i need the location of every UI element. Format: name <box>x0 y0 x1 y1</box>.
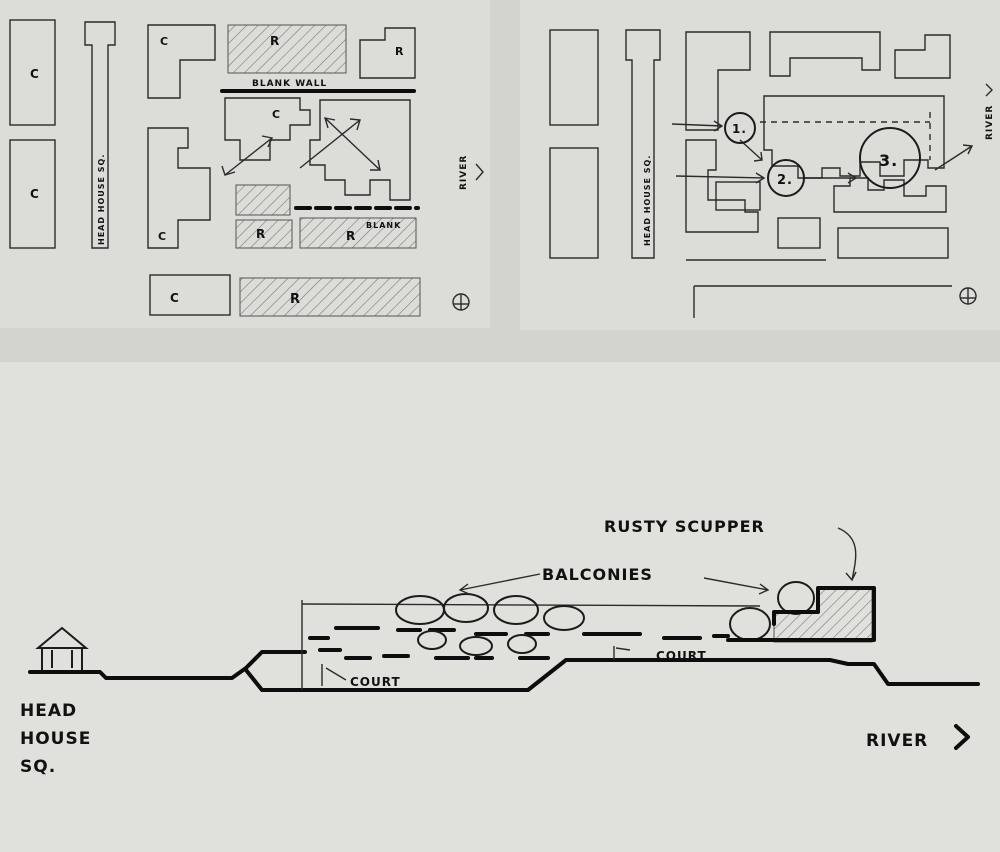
balconies-label: BALCONIES <box>542 565 653 584</box>
marker-2: 2. <box>777 173 793 188</box>
label-c: C <box>160 35 169 48</box>
river-label: RIVER <box>985 105 995 140</box>
street-label: HEAD HOUSE SQ. <box>97 154 106 245</box>
plan-left: C C C R R C C R R C R BLANK WALL BLANK H… <box>9 19 484 317</box>
plan-left-labels: C C C R R C C R R C R BLANK WALL BLANK H… <box>30 34 484 307</box>
ground-line-upper <box>28 650 307 680</box>
label-c: C <box>170 291 180 305</box>
blank-label: BLANK <box>366 221 401 230</box>
north-arrow-icon <box>452 293 470 311</box>
label-r: R <box>346 229 356 243</box>
balcony-floor-plates <box>308 626 730 660</box>
head-house-label-line3: SQ. <box>20 757 56 777</box>
blank-wall-label: BLANK WALL <box>252 79 327 89</box>
head-house-label-line2: HOUSE <box>20 729 91 749</box>
ground-line <box>244 658 980 692</box>
label-c: C <box>272 108 281 121</box>
rusty-scupper-label: RUSTY SCUPPER <box>604 517 765 536</box>
callout-arrows <box>325 527 857 681</box>
street-label: HEAD HOUSE SQ. <box>643 155 652 246</box>
plan-right: 1. 2. 3. HEAD HOUSE SQ. RIVER <box>549 29 995 318</box>
label-r: R <box>395 45 404 58</box>
river-label: RIVER <box>866 731 928 751</box>
access-arrows <box>671 120 974 184</box>
river-label: RIVER <box>459 155 469 190</box>
label-r: R <box>270 34 280 48</box>
label-r: R <box>290 292 301 307</box>
court-label: COURT <box>656 649 707 663</box>
river-arrow-icon <box>954 724 970 750</box>
label-r: R <box>256 227 266 241</box>
marker-3: 3. <box>879 151 898 170</box>
north-arrow-icon <box>959 287 977 305</box>
flow-arrows <box>221 117 381 176</box>
rusty-scupper-building <box>726 586 876 643</box>
head-house-label-line1: HEAD <box>20 701 77 721</box>
space-markers: 1. 2. 3. <box>724 112 921 197</box>
section-diagram: HEAD HOUSE SQ. RUSTY SCUPPER BALCONIES C… <box>20 517 980 777</box>
label-c: C <box>30 187 40 201</box>
label-c: C <box>30 67 40 81</box>
head-house-icon <box>35 626 89 670</box>
marker-1: 1. <box>732 122 747 136</box>
label-c: C <box>158 230 167 243</box>
court-label: COURT <box>350 675 401 689</box>
section-labels: HEAD HOUSE SQ. RUSTY SCUPPER BALCONIES C… <box>20 517 970 777</box>
